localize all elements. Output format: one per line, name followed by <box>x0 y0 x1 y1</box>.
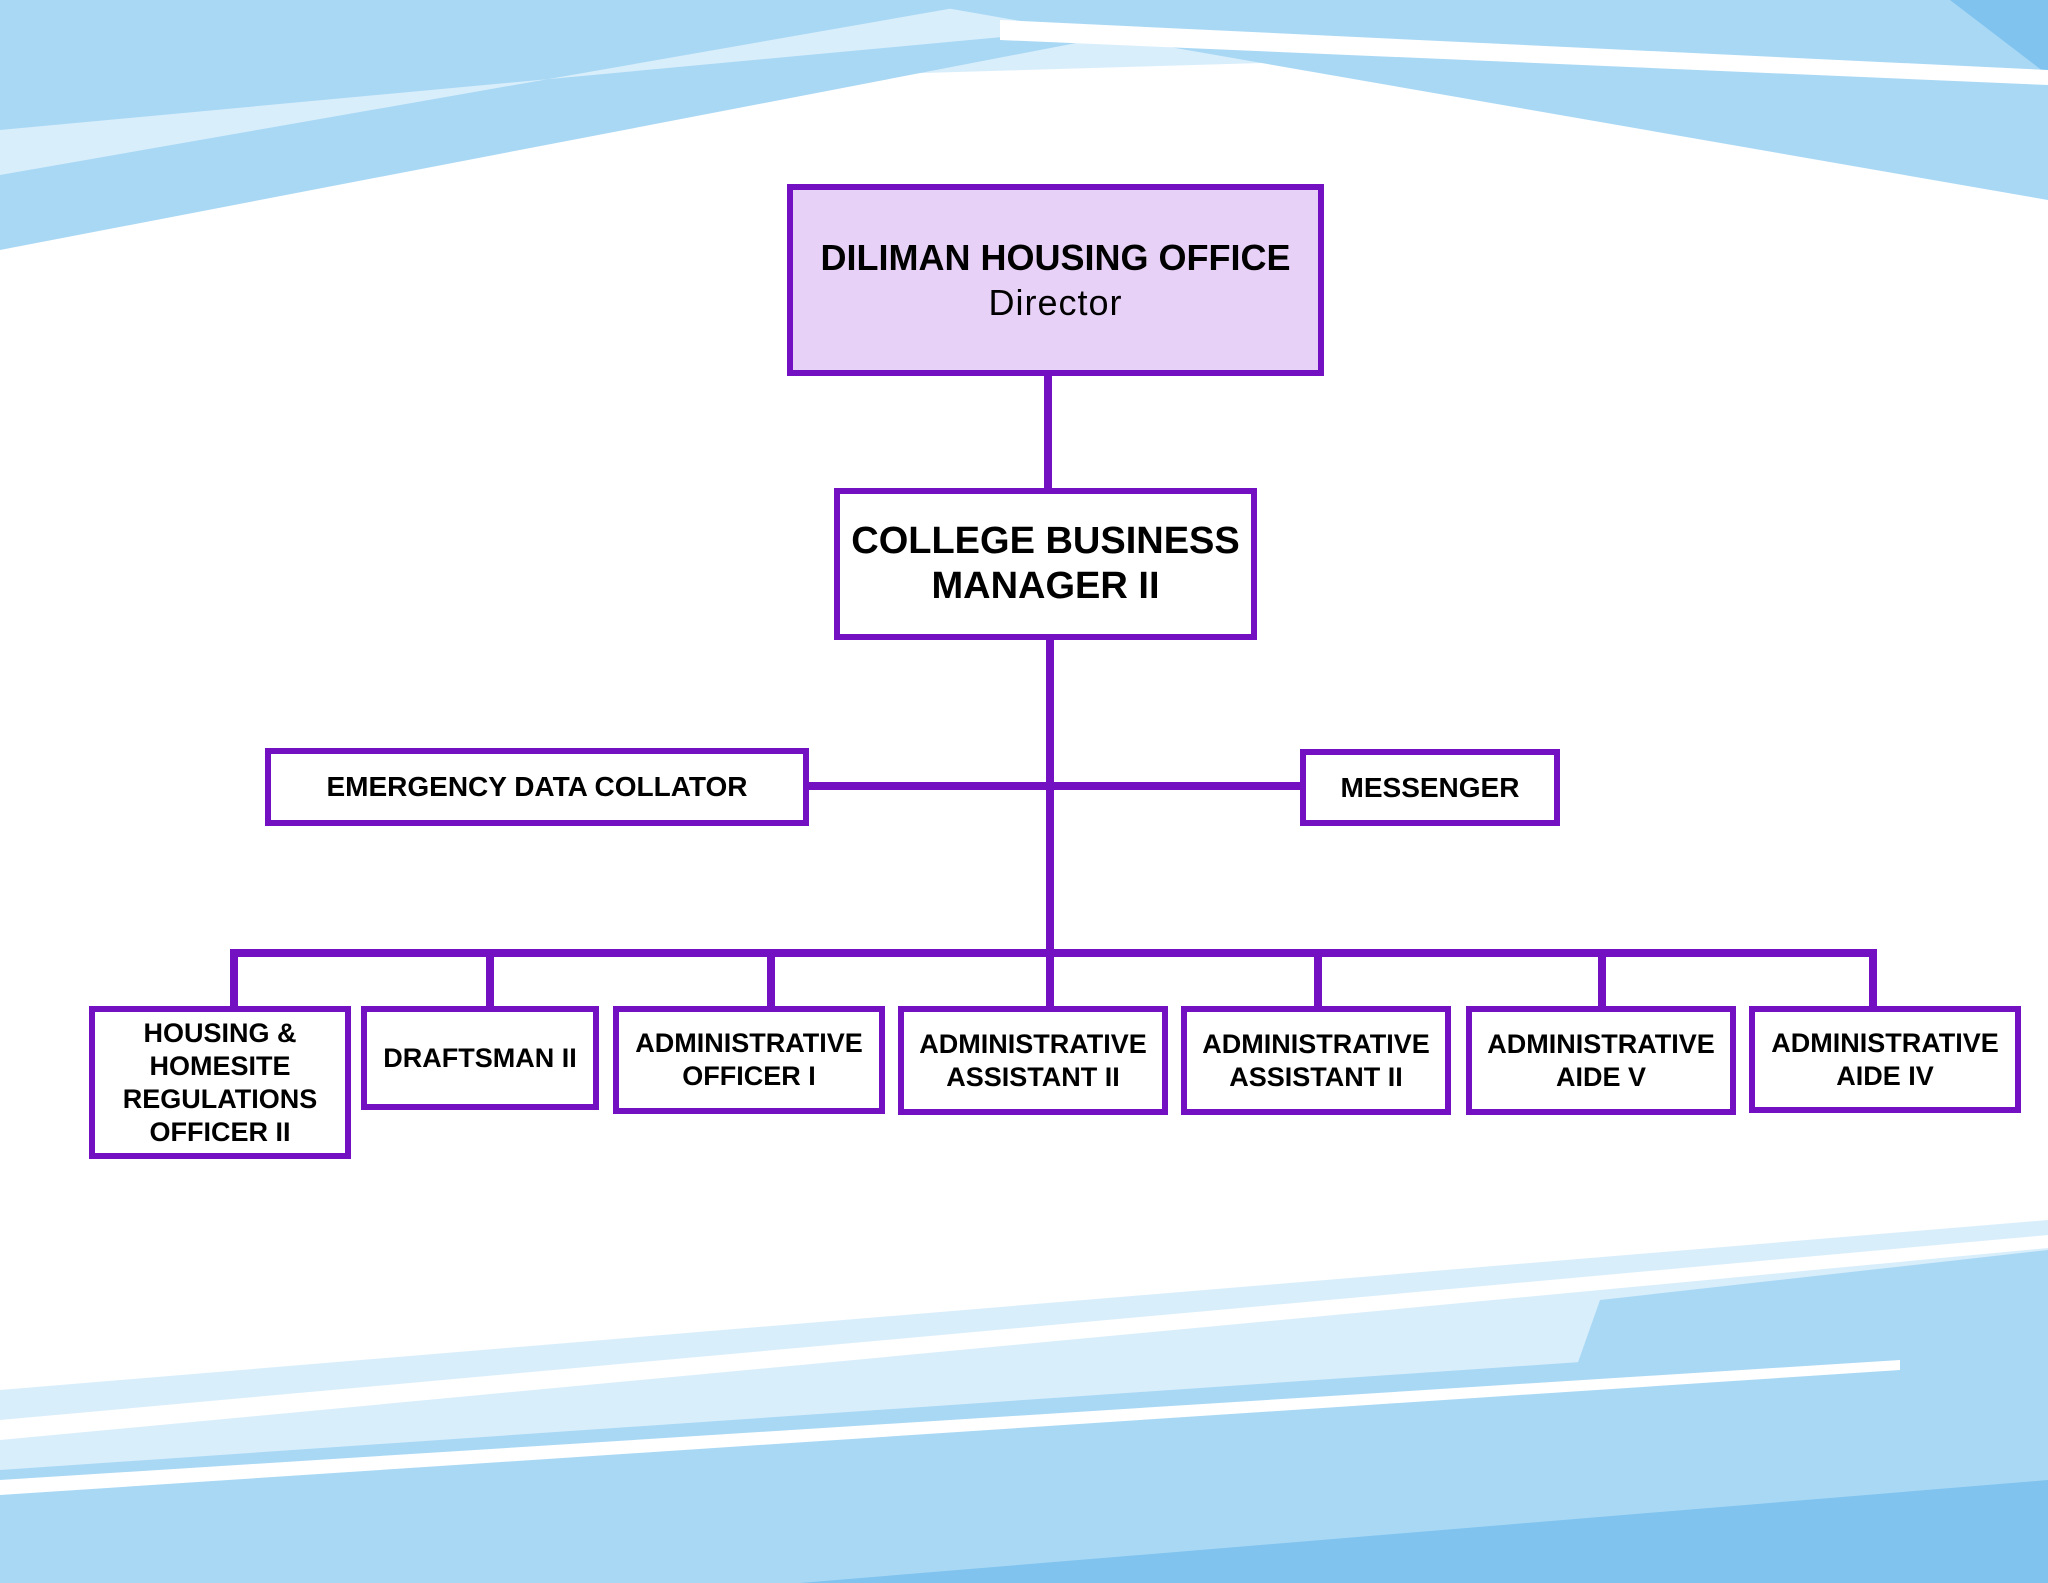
node-administrative-aide-iv: ADMINISTRATIVE AIDE IV <box>1749 1006 2021 1113</box>
bottom-band-white-streak <box>0 1235 2048 1440</box>
node-staff-1-line-1: HOUSING & <box>143 1017 297 1048</box>
bottom-band-white-streak-2 <box>0 1360 1900 1495</box>
top-band-white-streak <box>1000 20 2048 85</box>
top-band-right-deep <box>1950 0 2048 75</box>
node-director-subtitle: Director <box>988 282 1123 323</box>
node-administrative-assistant-b: ADMINISTRATIVE ASSISTANT II <box>1181 1006 1451 1115</box>
node-manager-line-2: MANAGER II <box>931 565 1160 607</box>
node-staff-4-line-1: ADMINISTRATIVE <box>919 1028 1147 1059</box>
node-staff-4-line-2: ASSISTANT II <box>946 1061 1120 1092</box>
node-staff-6-line-2: AIDE V <box>1555 1061 1647 1092</box>
node-administrative-aide-v: ADMINISTRATIVE AIDE V <box>1466 1006 1736 1115</box>
node-staff-5-line-2: ASSISTANT II <box>1229 1061 1403 1092</box>
bottom-band-deep <box>800 1480 2048 1583</box>
node-emergency-data-collator: EMERGENCY DATA COLLATOR <box>265 748 809 826</box>
top-band-right <box>900 0 2048 200</box>
node-administrative-officer: ADMINISTRATIVE OFFICER I <box>613 1006 885 1114</box>
node-staff-7-line-2: AIDE IV <box>1836 1060 1934 1091</box>
node-housing-homesite-officer: HOUSING & HOMESITE REGULATIONS OFFICER I… <box>89 1006 351 1159</box>
node-administrative-assistant-a: ADMINISTRATIVE ASSISTANT II <box>898 1006 1168 1115</box>
node-director: DILIMAN HOUSING OFFICE Director <box>787 184 1324 376</box>
node-messenger: MESSENGER <box>1300 749 1560 826</box>
node-staff-5-line-1: ADMINISTRATIVE <box>1202 1028 1430 1059</box>
node-staff-6-line-1: ADMINISTRATIVE <box>1487 1028 1715 1059</box>
node-messenger-line-1: MESSENGER <box>1340 771 1520 803</box>
node-staff-1-line-3: REGULATIONS <box>122 1083 318 1114</box>
top-band-mid <box>0 0 1300 250</box>
node-staff-2-line-1: DRAFTSMAN II <box>383 1042 577 1073</box>
node-emergency-line-1: EMERGENCY DATA COLLATOR <box>326 771 748 802</box>
node-director-title: DILIMAN HOUSING OFFICE <box>820 237 1291 278</box>
node-college-business-manager: COLLEGE BUSINESS MANAGER II <box>834 488 1257 640</box>
node-staff-1-line-2: HOMESITE <box>149 1050 291 1081</box>
node-staff-7-line-1: ADMINISTRATIVE <box>1771 1027 1999 1058</box>
node-staff-3-line-2: OFFICER I <box>682 1061 816 1091</box>
node-draftsman: DRAFTSMAN II <box>361 1006 599 1110</box>
node-staff-1-line-4: OFFICER II <box>149 1116 291 1147</box>
node-manager-line-1: COLLEGE BUSINESS <box>851 520 1240 562</box>
node-staff-3-line-1: ADMINISTRATIVE <box>635 1028 863 1058</box>
